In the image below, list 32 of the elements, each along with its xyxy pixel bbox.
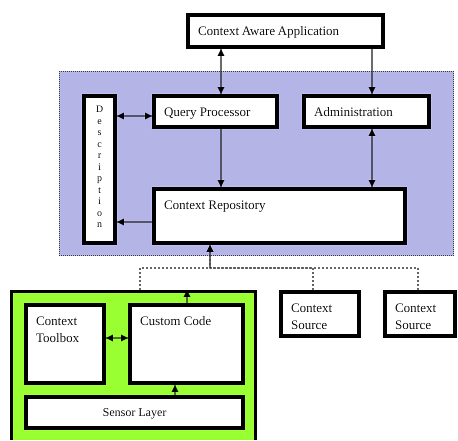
process-box bbox=[82, 94, 117, 245]
box-label: Context Aware Application bbox=[198, 23, 340, 40]
process-box bbox=[279, 290, 361, 338]
box-label: Custom Code bbox=[140, 313, 212, 330]
process-box bbox=[24, 303, 106, 385]
box-label: Administration bbox=[314, 104, 393, 121]
process-box bbox=[152, 187, 407, 245]
arrow bbox=[206, 245, 419, 290]
arrow bbox=[117, 112, 152, 120]
box-label: Context Toolbox bbox=[36, 313, 80, 347]
box-label: Query Processor bbox=[164, 104, 250, 121]
box-label: Context Source bbox=[291, 300, 334, 334]
arrow bbox=[368, 129, 376, 187]
process-box bbox=[152, 94, 279, 129]
arrow bbox=[172, 385, 178, 395]
process-box bbox=[186, 13, 385, 49]
arrow bbox=[184, 290, 190, 303]
process-box bbox=[302, 94, 431, 129]
container-panel bbox=[10, 290, 257, 440]
arrow bbox=[218, 49, 224, 94]
process-box bbox=[24, 395, 245, 430]
arrow bbox=[218, 129, 224, 187]
box-label: Context Source bbox=[395, 300, 438, 334]
box-label: Sensor Layer bbox=[102, 404, 166, 420]
process-box bbox=[128, 303, 245, 385]
box-label: Description bbox=[94, 104, 114, 230]
arrow bbox=[117, 218, 152, 226]
process-box bbox=[383, 290, 457, 338]
arrow bbox=[106, 334, 128, 342]
box-label: Context Repository bbox=[164, 197, 266, 214]
arrow bbox=[368, 49, 376, 94]
container-panel bbox=[59, 71, 454, 256]
